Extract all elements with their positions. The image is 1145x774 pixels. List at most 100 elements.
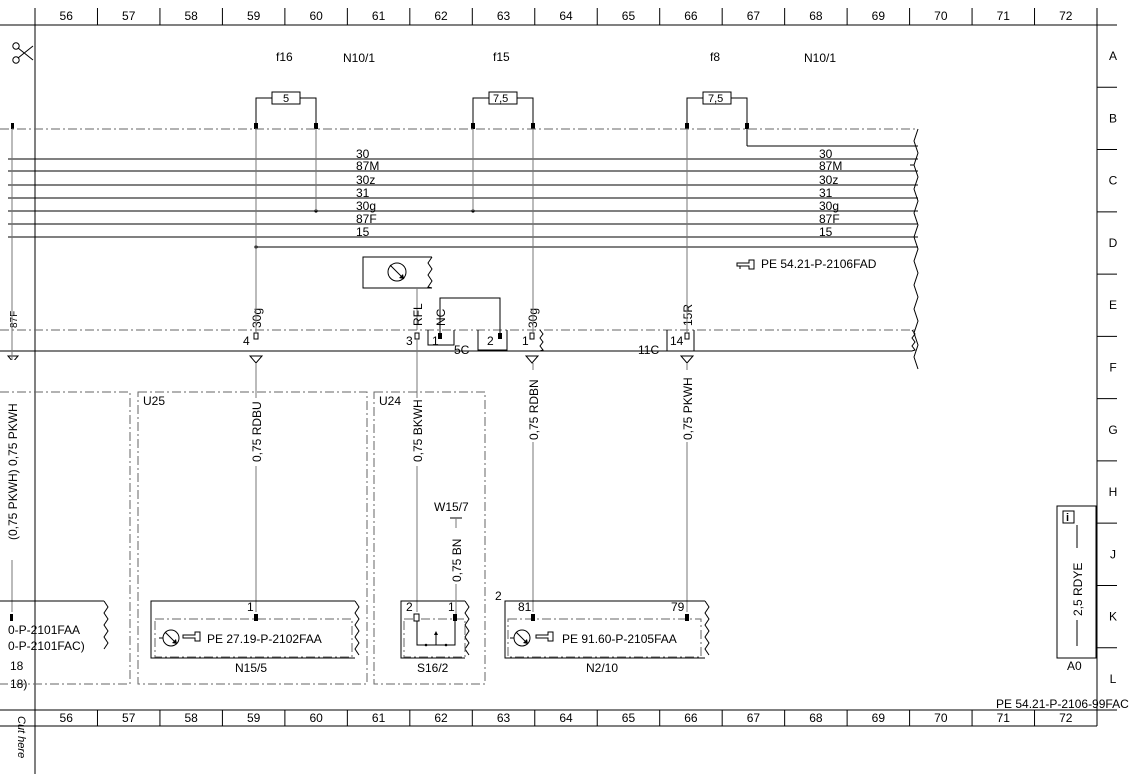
splice-triangles — [6, 355, 695, 364]
bus-label-30g-left: 30g — [356, 199, 376, 213]
wire-bkwh: 0,75 BKWH — [411, 399, 425, 462]
svg-text:i: i — [1066, 512, 1069, 524]
component-n2-10: 2 81 79 PE 91.60-P-2105FAA N2/10 — [495, 589, 710, 675]
wire-rdbu: 0,75 RDBU — [250, 401, 264, 462]
wire-bn: 0,75 BN — [450, 539, 464, 582]
bus-labels-right: 30 87M 30z 31 30g 87F 15 — [819, 147, 842, 239]
bus-labels-left: 30 87M 30z 31 30g 87F 15 — [356, 147, 379, 239]
frame — [0, 8, 1098, 774]
column-label-bottom-61: 61 — [372, 711, 386, 725]
wire-rdye: 2,5 RDYE — [1071, 563, 1085, 616]
column-label-top-72: 72 — [1059, 9, 1073, 23]
fuse-f8: 7,5 — [686, 91, 748, 128]
row-label-A: A — [1109, 49, 1117, 63]
row-label-C: C — [1109, 174, 1118, 188]
column-label-bottom-68: 68 — [809, 711, 823, 725]
u25-label: U25 — [143, 394, 165, 408]
column-label-bottom-58: 58 — [184, 711, 198, 725]
wire-pkwh-left: (0,75 PKWH) 0,75 PKWH — [6, 403, 20, 540]
info-icon: i — [1062, 510, 1075, 524]
control-unit-icon — [159, 629, 180, 647]
sensor-icon — [387, 262, 407, 282]
pin-14: 14 — [670, 334, 684, 348]
wire-label-15r: 15R — [681, 304, 695, 326]
rail-break-mark — [911, 329, 916, 352]
column-label-bottom-65: 65 — [622, 711, 636, 725]
wire-pkwh: 0,75 PKWH — [681, 377, 695, 440]
n2-10-pin-2: 2 — [495, 589, 502, 603]
bus-label-31-left: 31 — [356, 186, 370, 200]
column-label-bottom-71: 71 — [997, 711, 1011, 725]
column-label-bottom-56: 56 — [60, 711, 74, 725]
pin-1-right: 1 — [522, 334, 529, 348]
row-label-L: L — [1110, 672, 1117, 686]
column-label-bottom-62: 62 — [434, 711, 448, 725]
fuse-f16: 5 — [255, 91, 317, 128]
fuse-label-f15: f15 — [493, 50, 510, 64]
bus-label-30z-right: 30z — [819, 173, 838, 187]
sheet-reference: PE 54.21-P-2106-99FAC — [996, 697, 1129, 711]
fuse-feeds — [315, 129, 474, 211]
module-label-n10-1-right: N10/1 — [804, 51, 836, 65]
bus-label-15-left: 15 — [356, 225, 370, 239]
column-label-top-65: 65 — [622, 9, 636, 23]
row-label-B: B — [1109, 111, 1117, 125]
row-label-E: E — [1109, 298, 1117, 312]
switch-icon — [416, 621, 456, 647]
left-ref-2: 0-P-2101FAC) — [8, 639, 85, 653]
column-label-top-63: 63 — [497, 9, 511, 23]
wire-label-rfl: RFL — [411, 303, 425, 326]
column-label-top-59: 59 — [247, 9, 261, 23]
column-label-bottom-59: 59 — [247, 711, 261, 725]
row-label-F: F — [1109, 361, 1116, 375]
column-label-top-70: 70 — [934, 9, 948, 23]
row-label-H: H — [1109, 485, 1118, 499]
row-label-G: G — [1108, 423, 1117, 437]
vertical-wires — [11, 129, 688, 612]
connector-pins: 4 2 1 14 11C — [243, 330, 695, 357]
bus-label-30z-left: 30z — [356, 173, 375, 187]
wire-label-nc: NC — [434, 308, 448, 326]
left-num-1: 18 — [10, 659, 24, 673]
n2-10-label: N2/10 — [586, 661, 618, 675]
row-label-K: K — [1109, 610, 1117, 624]
control-unit-icon — [510, 629, 531, 647]
s16-2-pin-1: 1 — [448, 600, 455, 614]
reference-fad: PE 54.21-P-2106FAD — [736, 257, 877, 271]
bus-label-30g-right: 30g — [819, 199, 839, 213]
column-label-top-57: 57 — [122, 9, 136, 23]
component-u25: U25 1 PE 27.19-P-2102FAA N15/5 — [137, 391, 368, 685]
fuse-f15: 7,5 — [472, 91, 534, 128]
bus-label-30-left: 30 — [356, 147, 370, 161]
cut-here-label: Cut here — [15, 716, 27, 758]
hand-pointer-icon — [535, 631, 554, 642]
column-label-bottom-67: 67 — [747, 711, 761, 725]
column-ticks — [34, 8, 1098, 726]
column-label-top-69: 69 — [872, 9, 886, 23]
column-label-top-58: 58 — [184, 9, 198, 23]
n2-10-pin-81: 81 — [518, 600, 532, 614]
light-sensor-box — [362, 256, 433, 330]
pin-2-5c: 2 — [487, 334, 494, 348]
wire-rdbn: 0,75 RDBN — [527, 379, 541, 440]
left-ref-1: 0-P-2101FAA — [8, 623, 80, 637]
hand-pointer-icon — [182, 631, 201, 642]
column-label-bottom-66: 66 — [684, 711, 698, 725]
pin1-break-mark — [539, 329, 544, 352]
wire-label-87f-left: 87F — [9, 311, 20, 328]
u24-label: U24 — [379, 394, 401, 408]
bus-label-15-right: 15 — [819, 225, 833, 239]
s16-2-pin-2: 2 — [406, 600, 413, 614]
wire-labels-upper: 30g RFL NC 30g 15R 87F — [9, 303, 695, 328]
n15-5-reference: PE 27.19-P-2102FAA — [207, 632, 322, 646]
fuse-label-f16: f16 — [276, 50, 293, 64]
component-u24: U24 2 1 S16/2 W15/7 0,75 BN — [373, 391, 486, 685]
s16-2-label: S16/2 — [417, 661, 449, 675]
n2-10-pin-79: 79 — [671, 600, 685, 614]
bus-lines — [8, 129, 918, 248]
column-label-top-64: 64 — [559, 9, 573, 23]
